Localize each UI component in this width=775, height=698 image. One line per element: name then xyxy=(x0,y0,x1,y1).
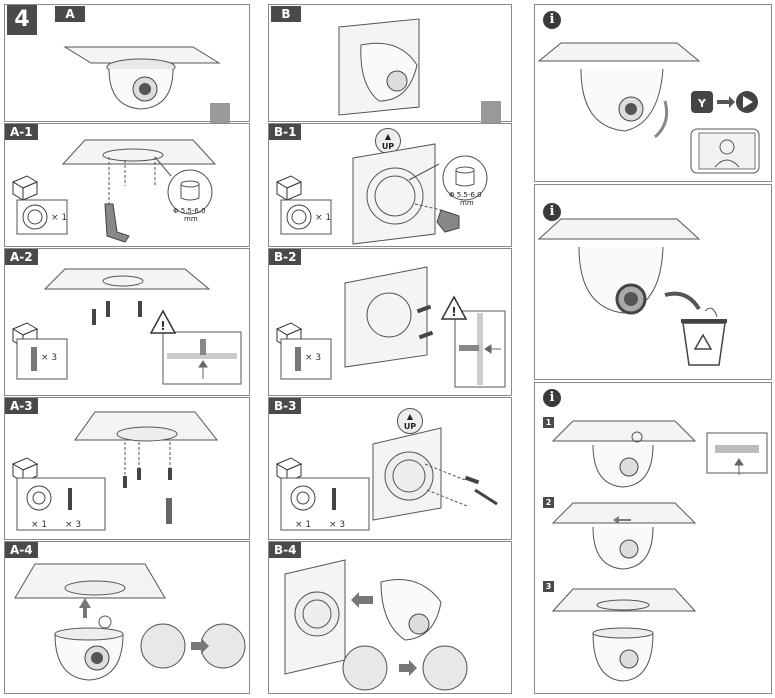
panel-b2: B-2 ! × 3 xyxy=(268,248,512,396)
camera-attach-illustration xyxy=(14,563,246,681)
camera-removal-illustration xyxy=(551,420,768,682)
substep-3: 3 xyxy=(543,581,554,592)
svg-text:!: ! xyxy=(160,319,165,333)
quantity-anchor: × 3 xyxy=(305,353,322,363)
ceiling-mount-ring-illustration xyxy=(11,411,219,531)
app-logo-icon: Y xyxy=(691,91,713,113)
panel-b4: B-4 xyxy=(268,541,512,694)
panel-info-dispose: i xyxy=(534,184,772,380)
panel-b1: B-1 ▲UP × 1 Φ 5.5-6.0 mm xyxy=(268,123,512,247)
wall-camera-illustration xyxy=(338,18,509,144)
camera-rotate-app-illustration: Y xyxy=(537,42,760,174)
panel-a2: A-2 ! × 3 xyxy=(4,248,250,396)
drill-spec-line1: Φ 5.5-6.0 xyxy=(449,191,482,199)
up-orientation-badge: ▲UP xyxy=(375,128,401,154)
up-orientation-badge: ▲UP xyxy=(397,408,423,434)
quantity-ring: × 1 xyxy=(315,213,332,223)
column-a-header: A xyxy=(55,6,85,22)
quantity-ring: × 1 xyxy=(31,520,48,530)
quantity-screw: × 3 xyxy=(65,520,82,530)
warning-triangle-icon: ! xyxy=(440,295,468,320)
panel-info-app: i Y xyxy=(534,4,772,182)
lens-film-dispose-illustration xyxy=(537,218,727,366)
up-label: UP xyxy=(381,142,395,151)
up-label: UP xyxy=(403,422,417,431)
panel-a-overview: 4 A xyxy=(4,4,250,147)
wall-drilling-illustration xyxy=(275,143,488,245)
column-b-header: B xyxy=(271,6,301,22)
info-icon: i xyxy=(543,389,561,407)
panel-a3: A-3 × 1 × 3 xyxy=(4,397,250,540)
panel-b-overview: B xyxy=(268,4,512,144)
wall-camera-attach-illustration xyxy=(284,559,468,691)
step-label-b4: B-4 xyxy=(269,542,302,558)
quantity-ring: × 1 xyxy=(51,213,68,223)
package-box-icon xyxy=(275,175,303,201)
drill-spec-line2: mm xyxy=(184,215,198,223)
step-label-b1: B-1 xyxy=(269,124,302,140)
wall-mount-ring-illustration xyxy=(275,427,498,531)
ceiling-drilling-illustration xyxy=(11,139,217,243)
panel-b3: B-3 ▲UP × 1 × 3 xyxy=(268,397,512,540)
quantity-anchor: × 3 xyxy=(41,353,58,363)
wall-anchor-illustration: ! xyxy=(275,266,506,388)
panel-a4: A-4 xyxy=(4,541,250,694)
step-number: 4 xyxy=(7,5,37,35)
quantity-screw: × 3 xyxy=(329,520,346,530)
svg-text:!: ! xyxy=(451,305,456,319)
play-icon xyxy=(736,91,758,113)
panel-info-remove: i 1 2 3 xyxy=(534,382,772,694)
step-label-b2: B-2 xyxy=(269,249,302,265)
substep-1: 1 xyxy=(543,417,554,428)
step-label-a1: A-1 xyxy=(5,124,38,140)
warning-triangle-icon: ! xyxy=(149,309,177,334)
info-icon: i xyxy=(543,11,561,29)
quantity-ring: × 1 xyxy=(295,520,312,530)
package-box-icon xyxy=(11,175,39,201)
ceiling-anchor-illustration: ! xyxy=(11,268,242,385)
drill-spec-line2: mm xyxy=(460,199,474,207)
drill-spec-line1: Φ 5.5-6.0 xyxy=(173,207,206,215)
panel-a1: A-1 × 1 Φ 5.5-6.0 mm xyxy=(4,123,250,247)
info-icon: i xyxy=(543,203,561,221)
substep-2: 2 xyxy=(543,497,554,508)
step-label-a4: A-4 xyxy=(5,542,38,558)
ceiling-camera-illustration xyxy=(63,46,238,147)
step-label-a2: A-2 xyxy=(5,249,38,265)
recycle-bin-icon xyxy=(681,319,727,366)
svg-text:Y: Y xyxy=(697,97,707,110)
step-label-b3: B-3 xyxy=(269,398,302,414)
step-label-a3: A-3 xyxy=(5,398,38,414)
